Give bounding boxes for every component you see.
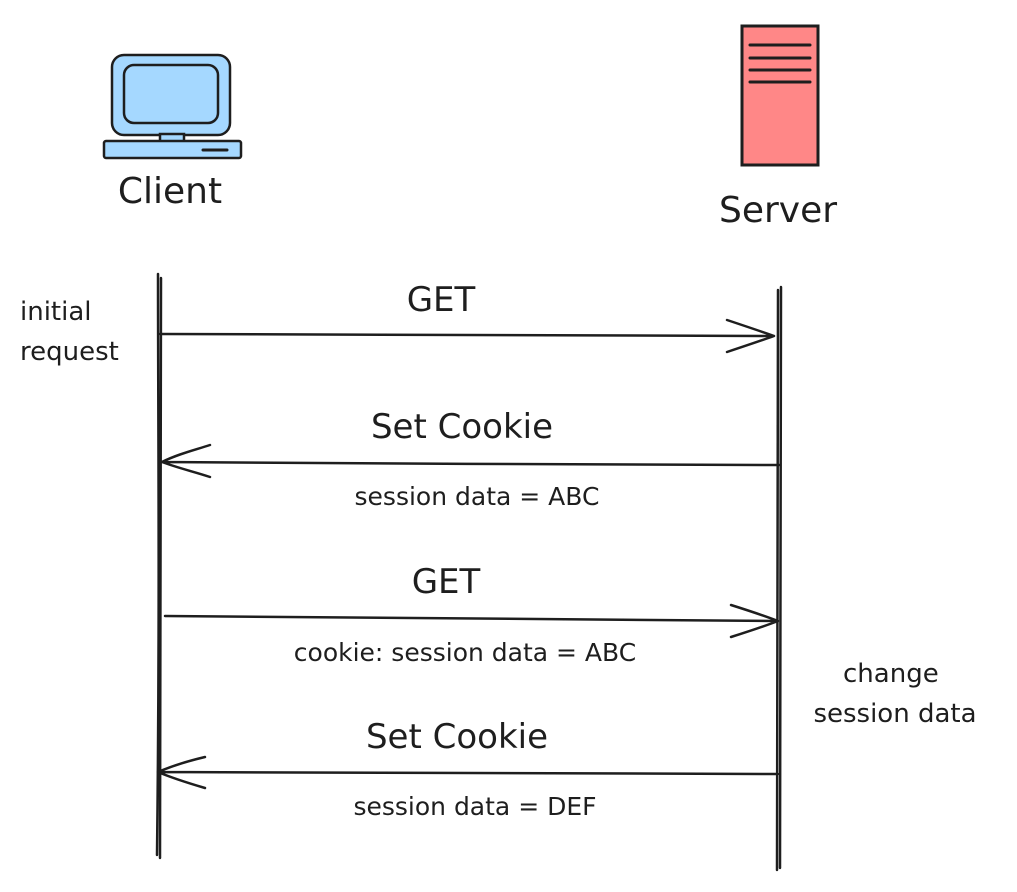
- server-icon: [740, 24, 820, 167]
- server-label: Server: [719, 190, 837, 231]
- server-lifeline: [775, 285, 783, 872]
- message-sublabel: session data = ABC: [355, 482, 600, 511]
- message-get-initial: GET: [158, 280, 776, 354]
- arrow-right: [158, 318, 776, 354]
- computer-icon: [102, 53, 243, 160]
- change-session-note: change session data: [813, 659, 976, 729]
- message-label: Set Cookie: [366, 717, 548, 757]
- message-get-with-cookie: GET cookie: session data = ABC: [163, 562, 780, 667]
- client-label: Client: [118, 171, 222, 212]
- message-set-cookie-abc: Set Cookie session data = ABC: [160, 407, 781, 511]
- message-label: GET: [407, 280, 476, 320]
- arrow-right: [163, 603, 780, 639]
- message-sublabel: cookie: session data = ABC: [294, 638, 636, 667]
- arrow-left: [160, 443, 781, 479]
- message-label: GET: [412, 562, 481, 602]
- message-label: Set Cookie: [371, 407, 553, 447]
- arrow-left: [156, 755, 780, 790]
- initial-request-note: initial request: [20, 297, 119, 367]
- message-sublabel: session data = DEF: [353, 792, 596, 821]
- message-set-cookie-def: Set Cookie session data = DEF: [156, 717, 780, 821]
